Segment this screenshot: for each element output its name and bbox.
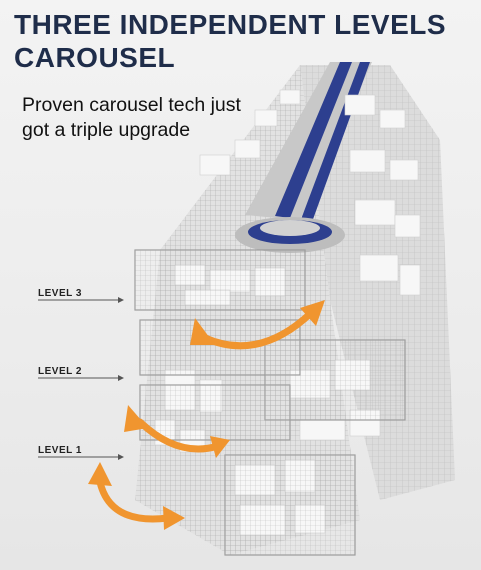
level-3-label: LEVEL 3 xyxy=(38,288,82,299)
level-2-label: LEVEL 2 xyxy=(38,366,82,377)
page-title: THREE INDEPENDENT LEVELS CAROUSEL xyxy=(14,9,447,73)
curved-double-arrow-icon xyxy=(96,308,316,523)
arrowheads xyxy=(88,300,325,530)
level-lines xyxy=(38,297,124,460)
subtitle: Proven carousel tech just got a triple u… xyxy=(22,94,241,141)
top-conveyor xyxy=(235,62,372,253)
level-1-label: LEVEL 1 xyxy=(38,445,82,456)
